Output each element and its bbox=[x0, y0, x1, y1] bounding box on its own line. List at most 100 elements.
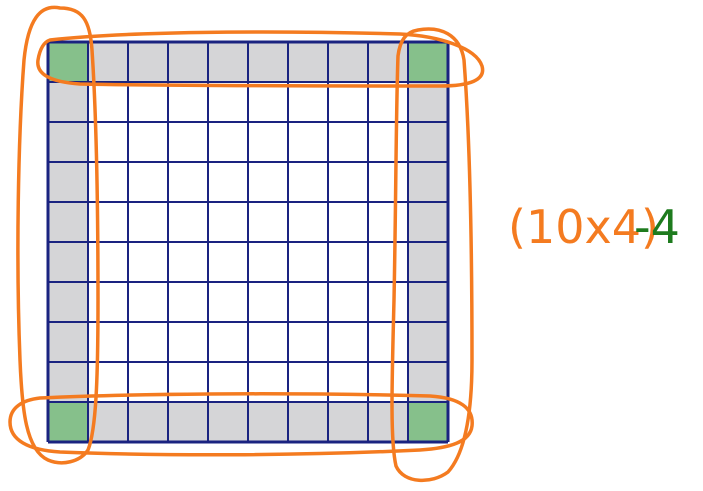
interior-cell bbox=[128, 122, 168, 162]
edge-cell bbox=[328, 42, 368, 82]
interior-cell bbox=[288, 282, 328, 322]
edge-cell bbox=[408, 82, 448, 122]
interior-cell bbox=[328, 82, 368, 122]
interior-cell bbox=[368, 82, 408, 122]
interior-cell bbox=[248, 202, 288, 242]
interior-cell bbox=[88, 202, 128, 242]
edge-cell bbox=[128, 42, 168, 82]
interior-cell bbox=[208, 242, 248, 282]
interior-cell bbox=[328, 322, 368, 362]
interior-cell bbox=[368, 202, 408, 242]
interior-cell bbox=[128, 322, 168, 362]
interior-cell bbox=[168, 122, 208, 162]
edge-cell bbox=[48, 122, 88, 162]
interior-cell bbox=[288, 362, 328, 402]
edge-cell bbox=[408, 282, 448, 322]
formula-annotation: (10x4) -4 bbox=[508, 200, 680, 254]
interior-cell bbox=[248, 322, 288, 362]
edge-cell bbox=[48, 162, 88, 202]
grid-lines bbox=[46, 40, 450, 444]
corner-cell bbox=[408, 42, 448, 82]
edge-cell bbox=[48, 322, 88, 362]
edge-cell bbox=[408, 322, 448, 362]
edge-cell bbox=[168, 42, 208, 82]
interior-cell bbox=[208, 122, 248, 162]
interior-cell bbox=[128, 282, 168, 322]
corner-cell bbox=[48, 42, 88, 82]
edge-cell bbox=[128, 402, 168, 442]
edge-cell bbox=[208, 42, 248, 82]
right-column-loop bbox=[390, 27, 474, 483]
interior-cell bbox=[368, 282, 408, 322]
interior-cell bbox=[128, 202, 168, 242]
edge-cell bbox=[168, 402, 208, 442]
interior-cell bbox=[368, 322, 408, 362]
interior-cell bbox=[288, 122, 328, 162]
highlight-loops bbox=[8, 5, 485, 483]
interior-cell bbox=[248, 82, 288, 122]
edge-cell bbox=[48, 82, 88, 122]
interior-cell bbox=[168, 202, 208, 242]
interior-cell bbox=[168, 82, 208, 122]
interior-cell bbox=[168, 322, 208, 362]
interior-cell bbox=[88, 162, 128, 202]
interior-cell bbox=[208, 82, 248, 122]
interior-cell bbox=[288, 322, 328, 362]
edge-cell bbox=[288, 42, 328, 82]
interior-cell bbox=[88, 322, 128, 362]
left-column-loop bbox=[16, 5, 100, 465]
interior-cell bbox=[328, 162, 368, 202]
edge-cell bbox=[248, 42, 288, 82]
interior-cell bbox=[368, 242, 408, 282]
grid-cells bbox=[48, 42, 448, 442]
edge-cell bbox=[48, 242, 88, 282]
interior-cell bbox=[128, 162, 168, 202]
edge-cell bbox=[48, 202, 88, 242]
interior-cell bbox=[88, 242, 128, 282]
interior-cell bbox=[128, 242, 168, 282]
edge-cell bbox=[408, 162, 448, 202]
interior-cell bbox=[168, 242, 208, 282]
edge-cell bbox=[408, 202, 448, 242]
interior-cell bbox=[288, 202, 328, 242]
corner-cell bbox=[408, 402, 448, 442]
interior-cell bbox=[128, 82, 168, 122]
interior-cell bbox=[288, 242, 328, 282]
interior-cell bbox=[248, 282, 288, 322]
interior-cell bbox=[368, 122, 408, 162]
edge-cell bbox=[408, 122, 448, 162]
interior-cell bbox=[328, 242, 368, 282]
edge-cell bbox=[368, 42, 408, 82]
interior-cell bbox=[248, 242, 288, 282]
edge-cell bbox=[408, 242, 448, 282]
edge-cell bbox=[208, 402, 248, 442]
interior-cell bbox=[328, 202, 368, 242]
edge-cell bbox=[368, 402, 408, 442]
interior-cell bbox=[168, 282, 208, 322]
edge-cell bbox=[48, 282, 88, 322]
subtract-text: -4 bbox=[634, 200, 680, 254]
interior-cell bbox=[208, 362, 248, 402]
interior-cell bbox=[248, 162, 288, 202]
edge-cell bbox=[328, 402, 368, 442]
interior-cell bbox=[328, 122, 368, 162]
interior-cell bbox=[288, 82, 328, 122]
edge-cell bbox=[288, 402, 328, 442]
edge-cell bbox=[248, 402, 288, 442]
top-row-loop bbox=[36, 30, 485, 88]
interior-cell bbox=[248, 362, 288, 402]
interior-cell bbox=[168, 162, 208, 202]
corner-cell bbox=[48, 402, 88, 442]
interior-cell bbox=[208, 162, 248, 202]
bottom-row-loop bbox=[8, 392, 474, 457]
interior-cell bbox=[288, 162, 328, 202]
interior-cell bbox=[248, 122, 288, 162]
interior-cell bbox=[208, 282, 248, 322]
interior-cell bbox=[208, 322, 248, 362]
interior-cell bbox=[88, 282, 128, 322]
formula-text: (10x4) bbox=[508, 200, 659, 254]
interior-cell bbox=[328, 282, 368, 322]
interior-cell bbox=[368, 162, 408, 202]
interior-cell bbox=[208, 202, 248, 242]
